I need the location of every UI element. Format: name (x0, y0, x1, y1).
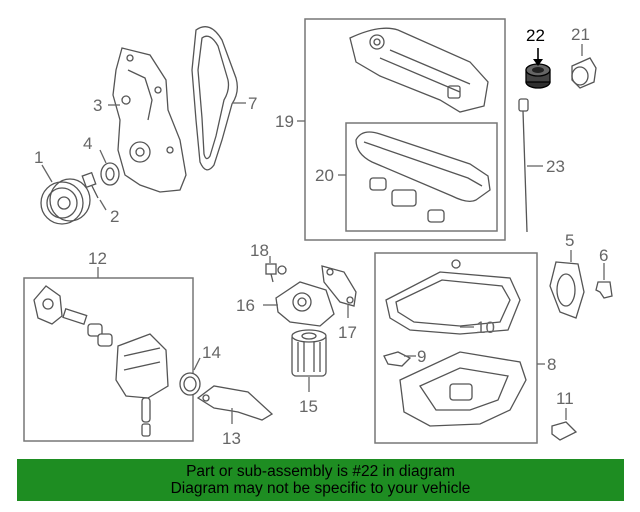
callout-5: 5 (565, 231, 574, 250)
callout-9: 9 (417, 347, 426, 366)
callout-1: 1 (34, 148, 43, 167)
pulley-bolt-part[interactable] (81, 171, 99, 199)
oil-pan-upper-part[interactable] (385, 259, 521, 335)
callout-6: 6 (599, 246, 608, 265)
callout-15: 15 (299, 397, 318, 416)
callout-16: 16 (236, 296, 255, 315)
oil-cap-part[interactable] (571, 57, 597, 89)
drain-plug-part[interactable] (551, 421, 578, 441)
oil-pump-part[interactable] (33, 285, 169, 437)
callout-4: 4 (83, 134, 92, 153)
parts-diagram: 1 2 3 4 5 6 7 8 9 10 11 12 13 14 15 16 1… (23, 18, 613, 448)
callout-10: 10 (476, 318, 495, 337)
callout-20: 20 (315, 166, 334, 185)
valve-cover-part[interactable] (349, 27, 489, 113)
o-ring-part[interactable] (179, 372, 201, 396)
baffle-part[interactable] (196, 385, 274, 421)
info-banner: Part or sub-assembly is #22 in diagram D… (17, 459, 624, 501)
crank-pulley-part[interactable] (40, 178, 91, 225)
oil-filler-cap-part[interactable] (525, 63, 551, 89)
filter-housing-part[interactable] (275, 281, 335, 327)
callout-17: 17 (338, 323, 357, 342)
timing-cover-part[interactable] (112, 47, 187, 193)
valve-cover-gasket-part[interactable] (355, 131, 491, 223)
rear-cover-part[interactable] (549, 261, 585, 319)
callout-12: 12 (88, 249, 107, 268)
callout-7: 7 (248, 94, 257, 113)
callout-3: 3 (93, 96, 102, 115)
callout-19: 19 (275, 112, 294, 131)
bracket-part[interactable] (595, 281, 613, 299)
banner-line-1: Part or sub-assembly is #22 in diagram (186, 463, 455, 480)
front-seal-part[interactable] (100, 162, 120, 186)
callout-14: 14 (202, 343, 221, 362)
callout-21: 21 (571, 25, 590, 44)
housing-gasket-part[interactable] (321, 265, 357, 307)
pan-seal-part[interactable] (383, 351, 412, 367)
timing-chain-part[interactable] (191, 26, 238, 171)
oil-pan-lower-part[interactable] (399, 351, 527, 427)
callout-13: 13 (222, 429, 241, 448)
callout-22-highlighted: 22 (526, 26, 545, 45)
dipstick-part[interactable] (518, 98, 529, 233)
housing-bolt-part[interactable] (265, 263, 287, 283)
oil-filter-part[interactable] (291, 329, 327, 377)
callout-23: 23 (546, 157, 565, 176)
banner-line-2: Diagram may not be specific to your vehi… (170, 480, 471, 497)
callout-18: 18 (250, 241, 269, 260)
callout-8: 8 (547, 355, 556, 374)
callout-2: 2 (110, 207, 119, 226)
callout-11: 11 (556, 389, 574, 408)
